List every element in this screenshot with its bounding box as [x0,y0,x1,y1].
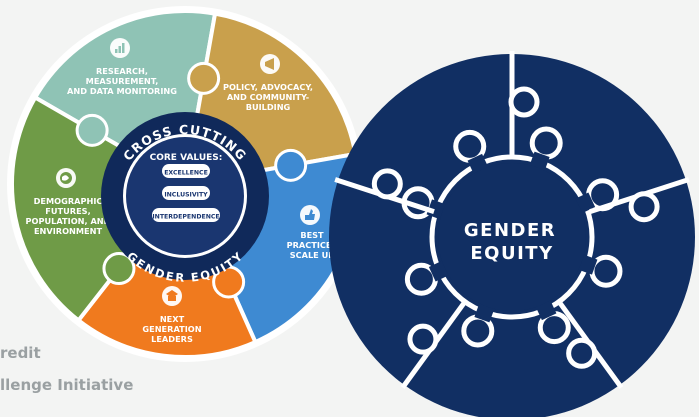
core-value-pill [152,208,220,222]
megaphone-icon [260,54,280,74]
left-wheel: RESEARCH,MEASUREMENT,AND DATA MONITORING… [7,6,363,362]
center-disc [438,163,586,311]
segment-label-line: DEMOGRAPHIC [34,196,103,206]
graduation-icon [162,286,182,306]
core-value-interdependence: INTERDEPENDENCE [152,214,219,221]
puzzle-tabs [75,61,308,299]
segment-icons [56,38,320,306]
core-value-pill [162,186,210,200]
segment-label-line: ENVIRONMENT [34,226,103,236]
core-values-list: EXCELLENCE INCLUSIVITY INTERDEPENDENCE [152,164,220,222]
puzzle-knob [187,61,221,95]
gender-equity-title-line2: EQUITY [470,243,553,264]
segment-label-line: NEXT [160,314,185,324]
puzzle-knob [274,148,308,182]
segment-label-line: BUILDING [246,102,291,112]
segment-labels: RESEARCH,MEASUREMENT,AND DATA MONITORING… [26,66,338,344]
segment-label-line: MEASUREMENT, [86,76,159,86]
credit-line-2: llenge Initiative [0,376,134,394]
segment-label-2: POLICY, ADVOCACY,AND COMMUNITY-BUILDING [223,82,313,112]
outer-puzzle-knob [566,337,598,369]
outer-puzzle-knob [407,323,439,355]
core-value-excellence: EXCELLENCE [164,170,208,177]
right-wheel-puzzle-lines [334,51,690,389]
segment-label-line: POLICY, ADVOCACY, [223,82,313,92]
segment-label-line: LEADERS [151,334,193,344]
segment-label-line: RESEARCH, [96,66,148,76]
segment-label-line: POPULATION, AND [26,216,111,226]
right-wheel: GENDER EQUITY [329,51,695,417]
segment-label-line: AND COMMUNITY- [227,92,309,102]
gender-equity-title-line1: GENDER [464,220,556,241]
credit-line-1: redit [0,344,41,362]
segment-label-line: BEST [300,230,324,240]
segment-label-1: RESEARCH,MEASUREMENT,AND DATA MONITORING [67,66,177,96]
segment-label-line: AND DATA MONITORING [67,86,177,96]
outer-puzzle-knob [628,191,660,223]
puzzle-knob [75,113,109,147]
segment-label-line: SCALE UP [290,250,335,260]
bar-chart-icon [110,38,130,58]
core-value-inclusivity: INCLUSIVITY [164,192,208,199]
core-value-pill [162,164,210,178]
segment-label-line: FUTURES, [45,206,90,216]
globe-icon [56,168,76,188]
puzzle-knob [102,252,136,286]
outer-puzzle-knob [508,86,540,118]
segment-label-line: GENERATION [142,324,201,334]
segment-label-line: PRACTICES [287,240,338,250]
segment-5 [10,94,188,324]
core-values-title: CORE VALUES: [150,153,223,163]
thumbs-up-icon [300,205,320,225]
outer-puzzle-knob [371,168,403,200]
inner-puzzle-outline [429,154,595,320]
